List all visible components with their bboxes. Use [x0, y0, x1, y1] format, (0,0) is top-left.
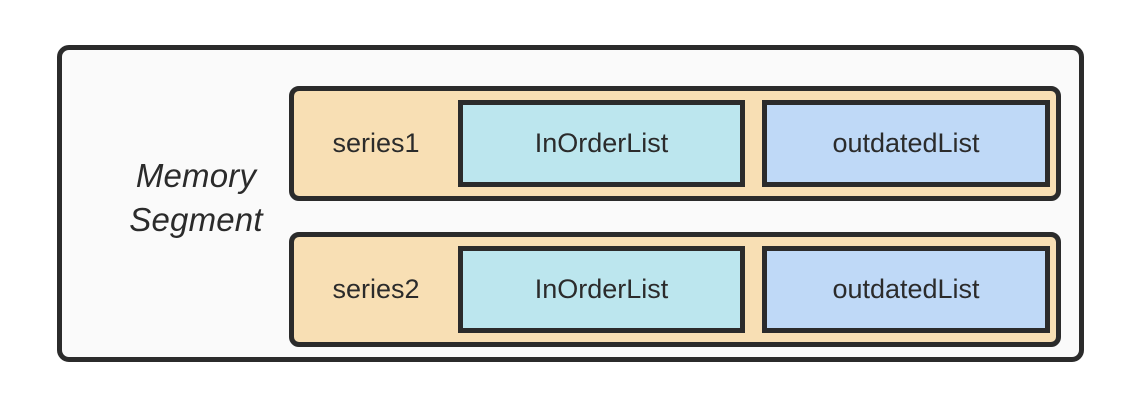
- outdated-list-label: outdatedList: [832, 128, 980, 158]
- series-name-label: series2: [332, 274, 420, 304]
- memory-segment-label: Memory Segment: [129, 157, 263, 238]
- inorder-list-label: InOrderList: [534, 128, 669, 158]
- outdated-list-label: outdatedList: [832, 274, 980, 304]
- outdated-list-box: outdatedList: [762, 246, 1050, 333]
- series-name-label: series1: [332, 128, 420, 158]
- outdated-list-box: outdatedList: [762, 100, 1050, 187]
- inorder-list-box: InOrderList: [458, 100, 745, 187]
- series-row: series2 InOrderList outdatedList: [289, 232, 1061, 347]
- inorder-list-label: InOrderList: [534, 274, 669, 304]
- inorder-list-box: InOrderList: [458, 246, 745, 333]
- series-row: series1 InOrderList outdatedList: [289, 86, 1061, 201]
- memory-segment-container: Memory Segment series1 InOrderList outda…: [57, 45, 1084, 362]
